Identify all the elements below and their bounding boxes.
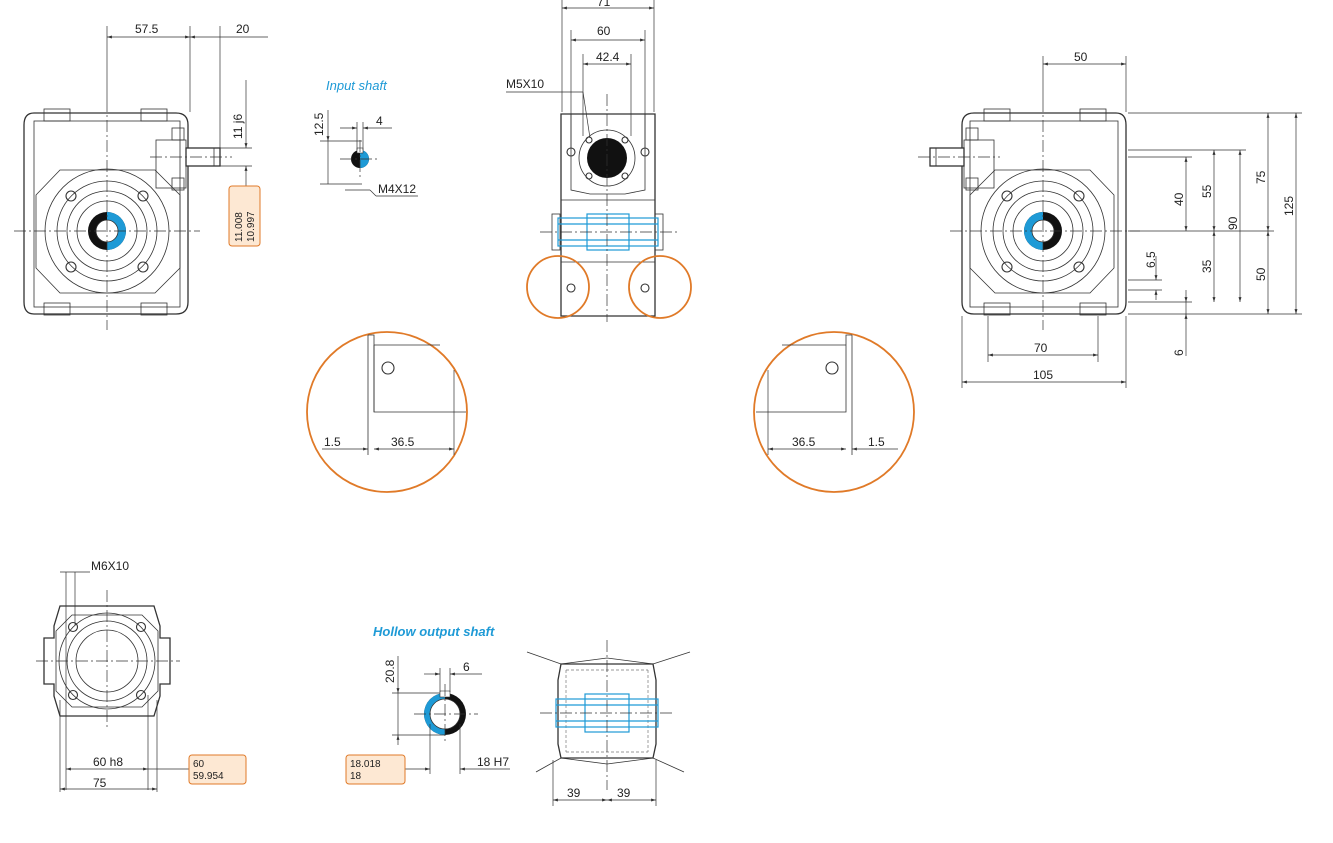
dim-flange-75: 75: [93, 776, 107, 790]
detail-left-36-5: 36.5: [391, 435, 415, 449]
dim-side-35: 35: [1200, 259, 1214, 273]
dim-20: 20: [236, 22, 250, 36]
flange-view: [36, 571, 190, 792]
dim-hollow-6: 6: [463, 660, 470, 674]
dim-side-90: 90: [1226, 216, 1240, 230]
tol-lower: 10.997: [246, 211, 257, 242]
dim-side-105: 105: [1033, 368, 1053, 382]
detail-right-1-5: 1.5: [868, 435, 885, 449]
thread-m4x12: M4X12: [378, 182, 416, 196]
hollow-shaft-heading: Hollow output shaft: [373, 624, 495, 639]
dim-side-40: 40: [1172, 192, 1186, 206]
dim-side-6-5: 6.5: [1144, 251, 1158, 268]
dim-side-75: 75: [1254, 170, 1268, 184]
dim-4: 4: [376, 114, 383, 128]
detail-left: [306, 331, 468, 493]
dim-side-55: 55: [1200, 184, 1214, 198]
dim-20-8: 20.8: [383, 659, 397, 683]
hollow-shaft-section: [392, 656, 510, 774]
thread-m6x10: M6X10: [91, 559, 129, 573]
front-view: [14, 26, 268, 330]
dim-57-5: 57.5: [135, 22, 159, 36]
dim-side-50: 50: [1074, 50, 1088, 64]
dim-section-39a: 39: [567, 786, 581, 800]
detail-right: [753, 331, 915, 493]
detail-right-36-5: 36.5: [792, 435, 816, 449]
dim-60-h8: 60 h8: [93, 755, 123, 769]
side-view: [918, 56, 1302, 388]
dim-side-6: 6: [1172, 349, 1186, 356]
section-view: [526, 640, 691, 806]
thread-m5x10: M5X10: [506, 77, 544, 91]
dim-side-70: 70: [1034, 341, 1048, 355]
front-tolerance-box: 11.008 10.997: [228, 185, 261, 247]
flange-tol-upper: 60: [193, 759, 205, 770]
hollow-tol-upper: 18.018: [350, 759, 381, 770]
input-shaft-section: [320, 110, 418, 197]
dim-18-h7: 18 H7: [477, 755, 509, 769]
detail-left-1-5: 1.5: [324, 435, 341, 449]
input-shaft-heading: Input shaft: [326, 78, 388, 93]
dim-11-j6: 11 j6: [231, 114, 245, 139]
hollow-tolerance-box: 18.018 18: [345, 754, 406, 785]
dim-60: 60: [597, 24, 611, 38]
dim-section-39b: 39: [617, 786, 631, 800]
dim-side-125: 125: [1282, 196, 1296, 216]
tol-upper: 11.008: [234, 212, 245, 242]
dim-side-50b: 50: [1254, 267, 1268, 281]
dim-71: 71: [597, 0, 611, 9]
flange-tol-lower: 59.954: [193, 771, 224, 782]
hollow-tol-lower: 18: [350, 771, 362, 782]
dim-12-5: 12.5: [312, 112, 326, 136]
flange-tolerance-box: 60 59.954: [188, 754, 247, 785]
top-view: [506, 0, 692, 322]
dim-42-4: 42.4: [596, 50, 620, 64]
